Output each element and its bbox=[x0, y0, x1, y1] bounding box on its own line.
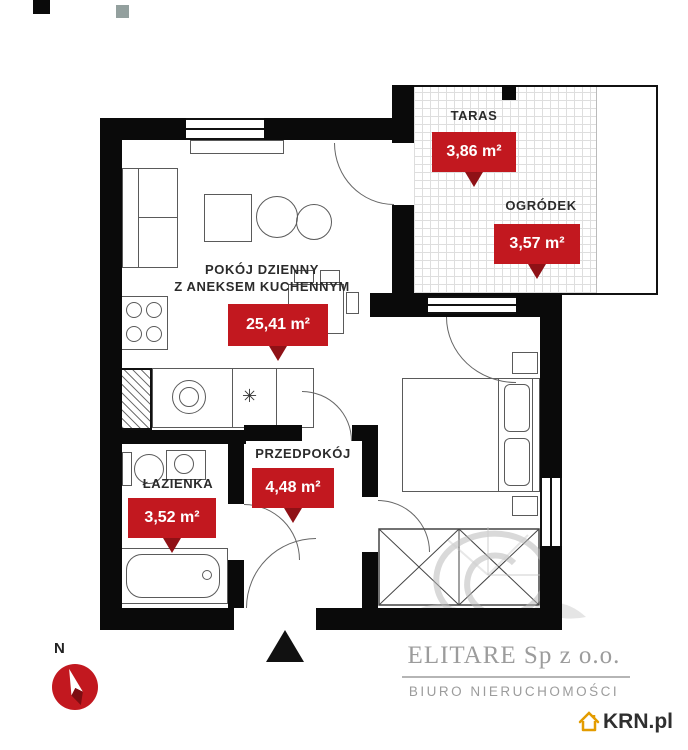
print-artifact-gray bbox=[116, 5, 129, 18]
sofa-cushion-line bbox=[139, 217, 177, 218]
bed-headboard-line bbox=[532, 379, 533, 491]
wall-hall-top-left bbox=[244, 425, 302, 441]
window-top bbox=[186, 118, 264, 140]
window-right bbox=[540, 478, 562, 546]
dining-chair-3 bbox=[346, 292, 359, 314]
area-badge-przedpokoj-value: 4,48 m² bbox=[265, 479, 321, 496]
burner-4 bbox=[146, 326, 162, 342]
house-icon bbox=[578, 711, 600, 732]
terrace-outline-right bbox=[656, 85, 658, 295]
area-badge-taras: 3,86 m² bbox=[432, 132, 516, 187]
print-artifact-black bbox=[33, 0, 50, 14]
room-label-lazienka: ŁAZIENKA bbox=[142, 476, 214, 491]
wall-terrace-left-upper bbox=[392, 85, 414, 143]
area-badge-przedpokoj-pointer bbox=[284, 508, 302, 523]
counter-divider-2 bbox=[276, 369, 277, 427]
toilet-tank bbox=[122, 452, 132, 486]
dining-chair-2 bbox=[320, 270, 340, 283]
watermark-divider bbox=[402, 676, 630, 678]
wall-shelf bbox=[190, 140, 284, 154]
area-badge-taras-value: 3,86 m² bbox=[446, 143, 502, 160]
pillow-1 bbox=[504, 384, 530, 432]
area-badge-taras-pointer bbox=[465, 172, 483, 187]
area-badge-living-pointer bbox=[269, 346, 287, 361]
terrace-outline-bottom bbox=[560, 293, 658, 295]
terrace-outline-top bbox=[392, 85, 658, 87]
door-arc-terrace bbox=[446, 317, 516, 383]
area-badge-living-value: 25,41 m² bbox=[245, 316, 311, 333]
wardrobe bbox=[378, 528, 540, 606]
wall-terrace-top-stub bbox=[502, 85, 516, 100]
area-badge-lazienka: 3,52 m² bbox=[128, 498, 216, 553]
armchair-round bbox=[256, 196, 298, 238]
door-arc-balcony bbox=[334, 143, 394, 205]
burner-3 bbox=[126, 326, 142, 342]
area-badge-ogrodek-pointer bbox=[528, 264, 546, 279]
wall-bathroom-right-lower bbox=[228, 560, 244, 608]
wall-bottom-right bbox=[316, 608, 562, 630]
compass-icon bbox=[52, 664, 98, 710]
entrance-triangle-icon bbox=[266, 630, 304, 662]
wall-right bbox=[540, 300, 562, 630]
room-label-living: POKÓJ DZIENNY Z ANEKSEM KUCHENNYM bbox=[152, 262, 372, 296]
area-badge-przedpokoj: 4,48 m² bbox=[252, 468, 334, 523]
bathtub-inner bbox=[126, 554, 220, 598]
room-label-przedpokoj: PRZEDPOKÓJ bbox=[255, 446, 351, 461]
wall-hall-right-upper bbox=[362, 441, 378, 497]
watermark-tagline: BIURO NIERUCHOMOŚCI bbox=[408, 684, 620, 699]
wall-left bbox=[100, 118, 122, 630]
coffee-table bbox=[204, 194, 252, 242]
sofa bbox=[122, 168, 178, 268]
bed bbox=[402, 378, 540, 492]
bathroom-sink-basin bbox=[174, 454, 194, 474]
area-badge-lazienka-pointer bbox=[163, 538, 181, 553]
window-terrace bbox=[428, 296, 516, 314]
bathroom-sink bbox=[166, 450, 206, 480]
burner-2 bbox=[146, 302, 162, 318]
toilet-bowl bbox=[134, 454, 164, 484]
compass-north-label: N bbox=[54, 640, 65, 657]
area-badge-lazienka-value: 3,52 m² bbox=[144, 509, 200, 526]
area-badge-living: 25,41 m² bbox=[228, 304, 328, 361]
bathtub-drain bbox=[202, 570, 212, 580]
portal-logo: KRN.pl bbox=[578, 710, 673, 734]
area-badge-ogrodek: 3,57 m² bbox=[494, 224, 580, 279]
sofa-backrest-line bbox=[138, 169, 139, 267]
bed-mattress-line bbox=[498, 379, 499, 491]
watermark-company: ELITARE Sp z o.o. bbox=[407, 642, 621, 669]
fixture-star-icon: ✳ bbox=[242, 386, 258, 406]
room-label-living-line1: POKÓJ DZIENNY bbox=[205, 262, 319, 277]
wall-bathroom-top bbox=[100, 430, 246, 444]
portal-logo-text: KRN.pl bbox=[603, 710, 673, 733]
counter-divider-1 bbox=[232, 369, 233, 427]
kitchen-sink-inner bbox=[179, 387, 199, 407]
wall-bathroom-right-upper bbox=[228, 444, 244, 504]
room-label-ogrodek: OGRÓDEK bbox=[505, 198, 577, 213]
kitchen-sink-outer bbox=[172, 380, 206, 414]
room-label-living-line2: Z ANEKSEM KUCHENNYM bbox=[174, 278, 350, 294]
room-label-taras: TARAS bbox=[450, 108, 498, 123]
door-arc-living bbox=[302, 391, 352, 441]
burner-1 bbox=[126, 302, 142, 318]
nightstand-bottom bbox=[512, 496, 538, 516]
dining-chair-1 bbox=[294, 270, 314, 283]
wall-bottom-left bbox=[100, 608, 234, 630]
side-chair-round bbox=[296, 204, 332, 240]
wall-hall-right-lower bbox=[362, 552, 378, 608]
garden-floor bbox=[596, 87, 656, 293]
area-badge-ogrodek-value: 3,57 m² bbox=[509, 235, 565, 252]
pillow-2 bbox=[504, 438, 530, 486]
wall-terrace-left-lower bbox=[392, 205, 414, 305]
wall-hall-top-right bbox=[352, 425, 378, 441]
